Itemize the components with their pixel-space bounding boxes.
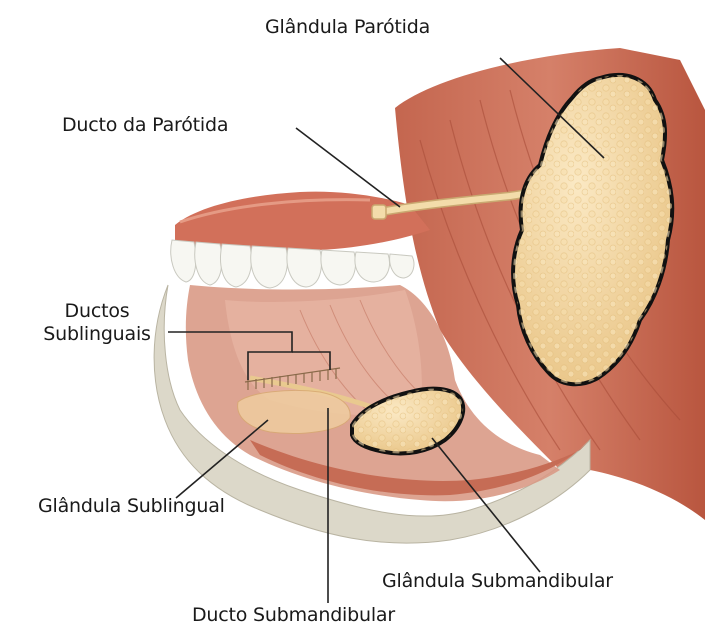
sublingual-gland bbox=[238, 390, 351, 433]
label-sublingual-ducts-line2: Sublinguais bbox=[22, 323, 172, 346]
parotid-duct-opening bbox=[372, 205, 386, 219]
tooth bbox=[195, 242, 222, 285]
tooth bbox=[321, 250, 355, 285]
tooth bbox=[221, 244, 252, 287]
label-parotid-gland: Glândula Parótida bbox=[265, 16, 430, 39]
tooth bbox=[171, 240, 196, 282]
label-sublingual-gland: Glândula Sublingual bbox=[38, 495, 225, 518]
label-sublingual-ducts-line1: Ductos bbox=[22, 300, 172, 323]
tooth bbox=[355, 252, 389, 282]
tooth bbox=[287, 248, 321, 287]
label-submandibular-duct: Ducto Submandibular bbox=[192, 604, 395, 627]
tooth bbox=[390, 254, 414, 278]
label-submandibular-gland: Glândula Submandibular bbox=[382, 570, 613, 593]
tooth bbox=[251, 246, 288, 288]
label-parotid-duct: Ducto da Parótida bbox=[62, 114, 228, 137]
label-sublingual-ducts: Ductos Sublinguais bbox=[22, 300, 172, 346]
